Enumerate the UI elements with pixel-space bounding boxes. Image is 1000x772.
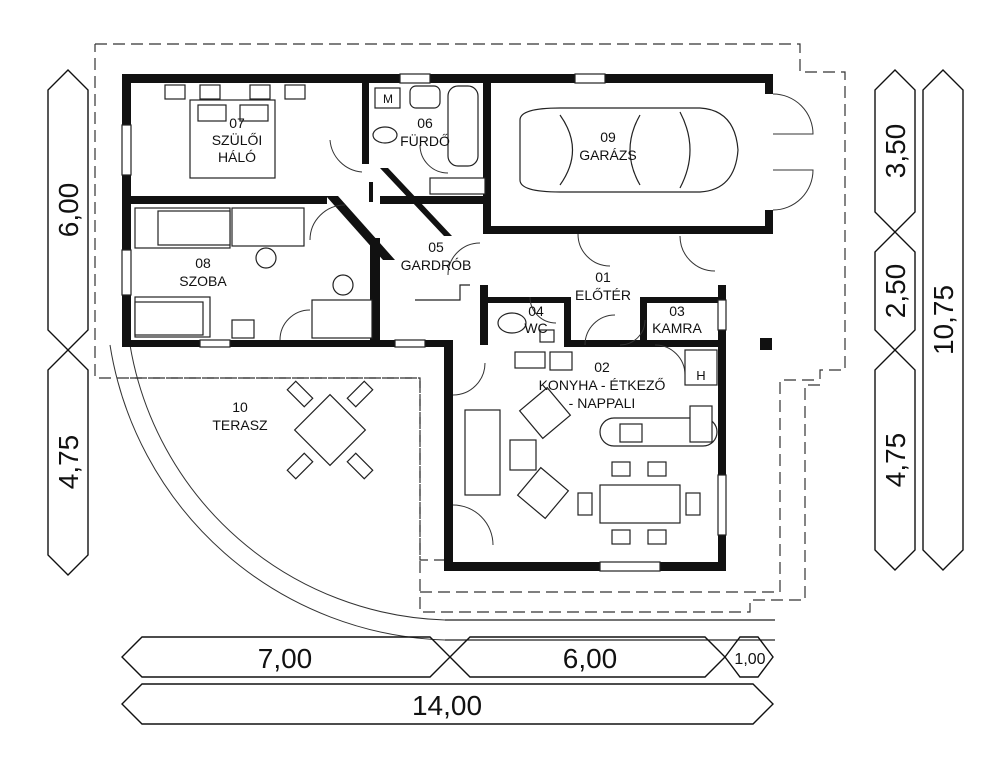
room-09-number: 09 xyxy=(600,129,616,145)
terrace-table-icon xyxy=(286,380,374,480)
h-symbol: H xyxy=(696,368,705,383)
car-icon xyxy=(519,107,739,193)
terrace-outline xyxy=(109,344,775,641)
dimensions: 6,00 4,75 3,50 2,50 4,75 10,75 7,00 6,00… xyxy=(47,69,964,725)
h-box xyxy=(684,349,718,386)
furniture xyxy=(134,84,739,545)
dim-right-total: 10,75 xyxy=(928,285,959,355)
walls xyxy=(122,74,773,571)
room-02-name-line1: KONYHA - ÉTKEZŐ xyxy=(539,377,666,393)
room-labels: 07 SZÜLŐI HÁLÓ 06 FÜRDŐ 09 GARÁZS 08 SZO… xyxy=(179,92,705,433)
room-08-name: SZOBA xyxy=(179,273,227,289)
room-03-name: KAMRA xyxy=(652,320,702,336)
room-01-name: ELŐTÉR xyxy=(575,287,631,303)
dim-right-b: 2,50 xyxy=(880,264,911,319)
windows xyxy=(121,73,727,572)
m-box xyxy=(374,87,401,109)
room-08-number: 08 xyxy=(195,255,211,271)
dim-bottom-b: 6,00 xyxy=(563,643,618,674)
room-06-name: FÜRDŐ xyxy=(400,132,450,149)
room-05-number: 05 xyxy=(428,239,444,255)
room-10-number: 10 xyxy=(232,399,248,415)
room-01-number: 01 xyxy=(595,269,611,285)
dim-left-top: 6,00 xyxy=(53,183,84,238)
room-03-number: 03 xyxy=(669,303,685,319)
room-10-name: TERASZ xyxy=(212,417,268,433)
chair-icon xyxy=(255,247,277,269)
room-07-name-line1: SZÜLŐI xyxy=(212,131,263,148)
dim-right-c: 4,75 xyxy=(880,433,911,488)
m-symbol: M xyxy=(383,92,393,106)
room-05-name: GARDRÓB xyxy=(401,257,472,273)
room-06-number: 06 xyxy=(417,115,433,131)
room-07-name-line2: HÁLÓ xyxy=(218,149,256,165)
dim-right-a: 3,50 xyxy=(880,124,911,179)
chair-icon xyxy=(332,274,354,296)
dim-bottom-a: 7,00 xyxy=(258,643,313,674)
room-09-name: GARÁZS xyxy=(579,147,637,163)
room-02-name-line2: - NAPPALI xyxy=(569,395,636,411)
room-04-number: 04 xyxy=(528,303,544,319)
room-04-name: WC xyxy=(524,320,547,336)
dim-bottom-total: 14,00 xyxy=(412,690,482,721)
dim-left-bottom: 4,75 xyxy=(53,435,84,490)
room-07-number: 07 xyxy=(229,115,245,131)
room-02-number: 02 xyxy=(594,359,610,375)
dim-bottom-c: 1,00 xyxy=(734,651,765,668)
